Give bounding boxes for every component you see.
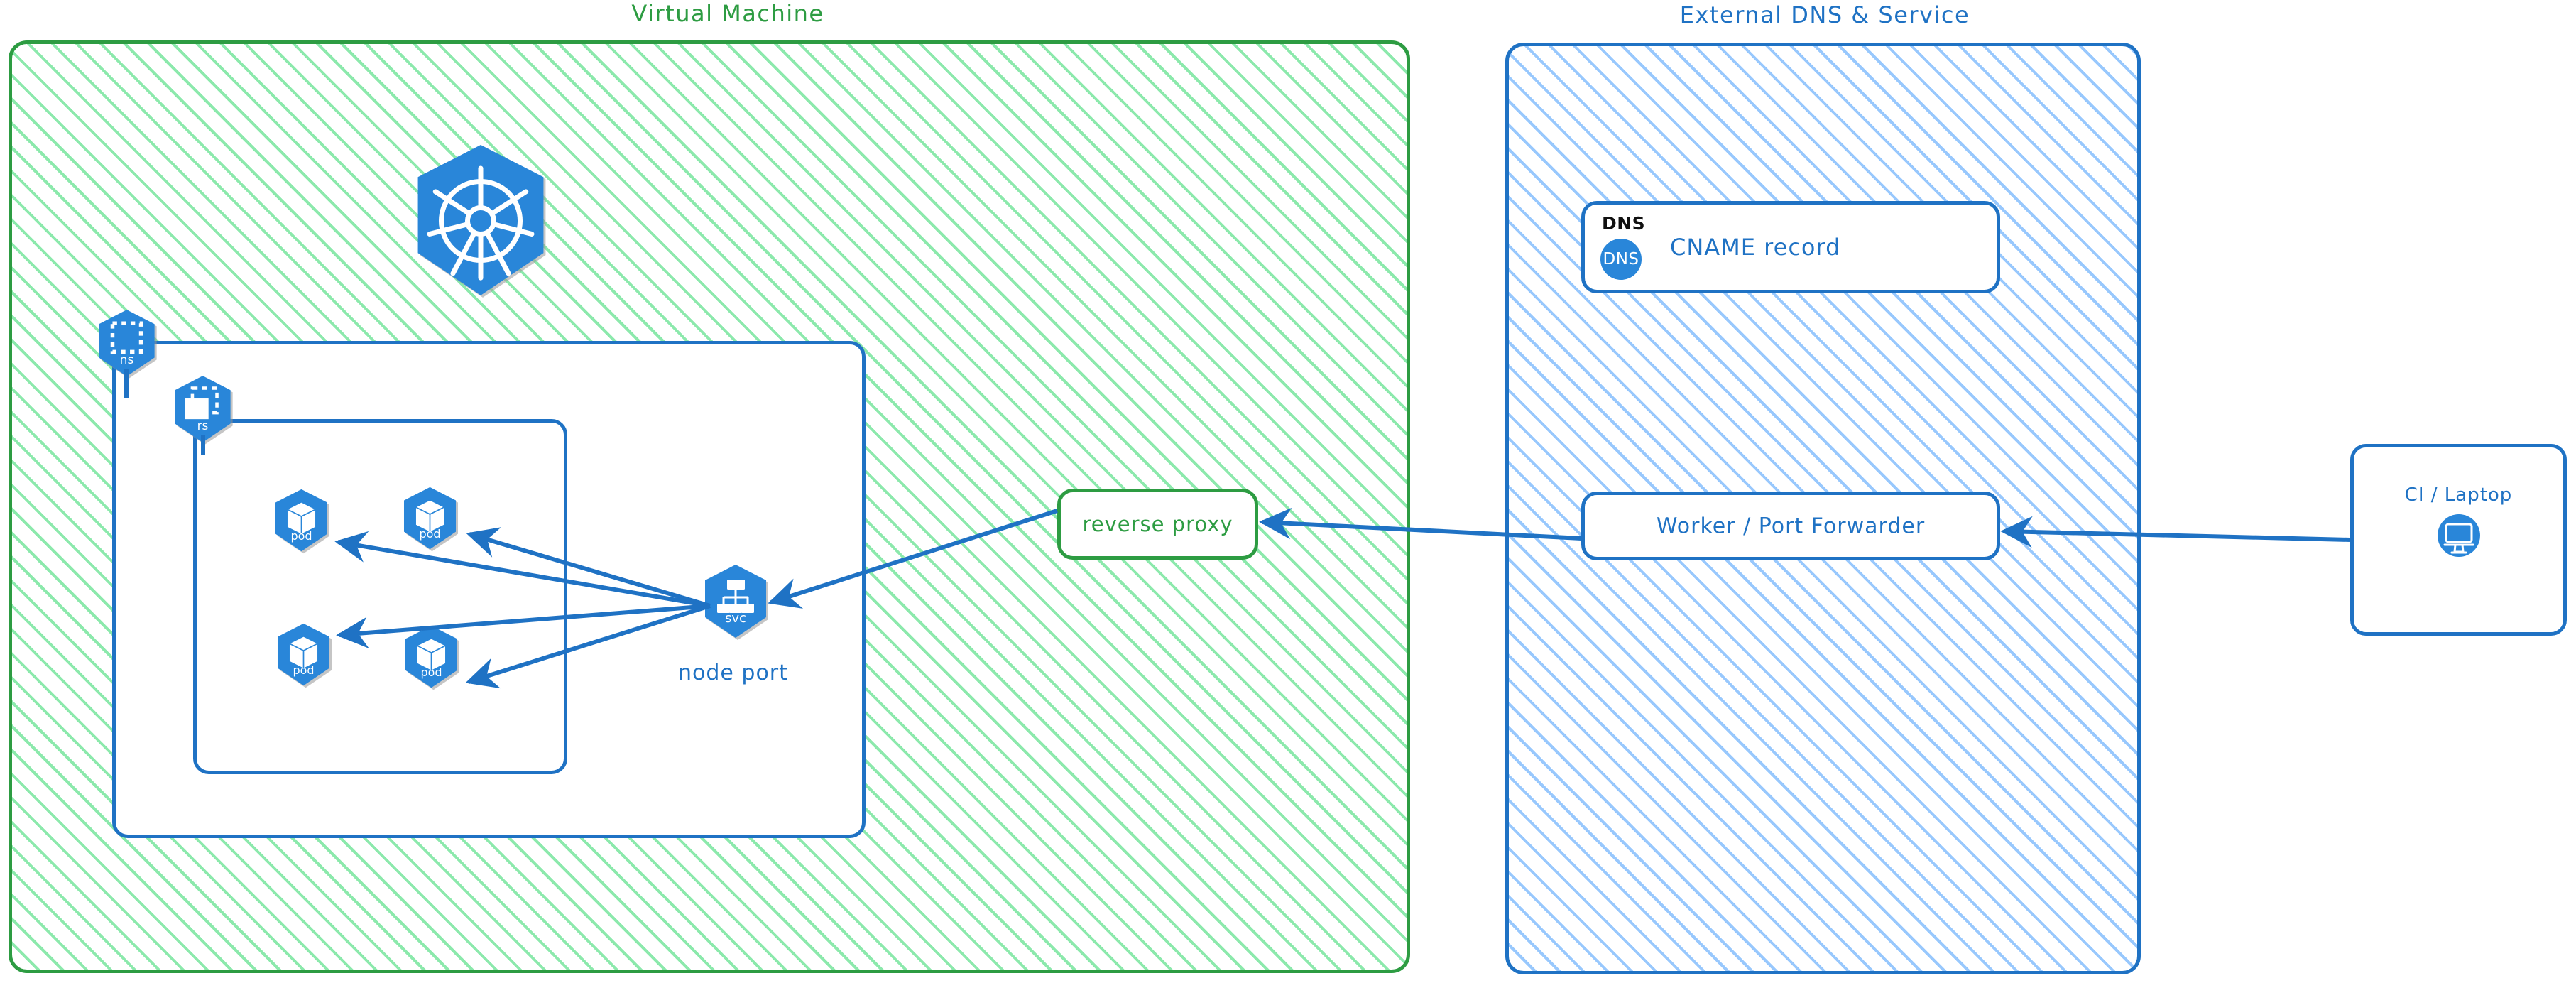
worker-label: Worker / Port Forwarder bbox=[1656, 514, 1926, 538]
pod-icon-4: pod bbox=[401, 625, 462, 689]
pod-icon-2: pod bbox=[400, 487, 460, 550]
reverse-proxy-label: reverse proxy bbox=[1082, 512, 1233, 536]
pod-icon-3: pod bbox=[273, 623, 334, 687]
replicaset-icon: rs bbox=[170, 375, 235, 444]
cname-record-label: CNAME record bbox=[1670, 234, 1841, 261]
namespace-icon: ns bbox=[94, 309, 159, 378]
replicaset-container bbox=[193, 419, 567, 774]
dns-tag-label: DNS bbox=[1602, 213, 1646, 234]
worker-port-forwarder-box[interactable]: Worker / Port Forwarder bbox=[1581, 492, 2000, 560]
dns-badge-icon: DNS bbox=[1600, 239, 1642, 280]
external-panel-title: External DNS & Service bbox=[1679, 1, 1970, 28]
reverse-proxy-box[interactable]: reverse proxy bbox=[1057, 489, 1258, 560]
service-icon: svc bbox=[700, 564, 771, 639]
pod-icon-1: pod bbox=[271, 489, 332, 553]
dns-card[interactable]: DNS DNS CNAME record bbox=[1581, 201, 2000, 293]
kubernetes-logo-icon bbox=[408, 143, 554, 298]
ci-laptop-label: CI / Laptop bbox=[2404, 484, 2513, 506]
node-port-label: node port bbox=[678, 661, 788, 685]
vm-panel-title: Virtual Machine bbox=[631, 0, 824, 27]
ci-laptop-box[interactable]: CI / Laptop bbox=[2350, 444, 2567, 636]
desktop-monitor-icon bbox=[2436, 513, 2482, 558]
